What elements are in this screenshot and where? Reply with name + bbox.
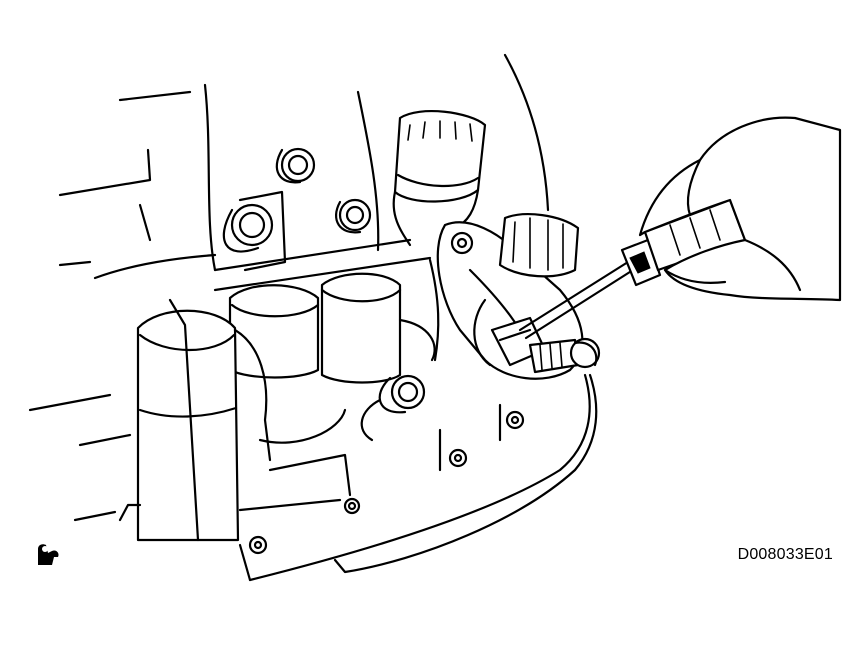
screwdriver	[518, 198, 747, 340]
figure-code: D008033E01	[737, 546, 833, 563]
valve-body	[118, 238, 525, 555]
transmission-case-outline	[28, 53, 550, 522]
technician-hand	[638, 116, 842, 302]
silhouette-technician-icon	[36, 543, 64, 567]
speed-sensor-assembly	[436, 213, 601, 380]
valve-body-plate	[238, 373, 598, 582]
case-bolt-bosses	[222, 147, 372, 272]
